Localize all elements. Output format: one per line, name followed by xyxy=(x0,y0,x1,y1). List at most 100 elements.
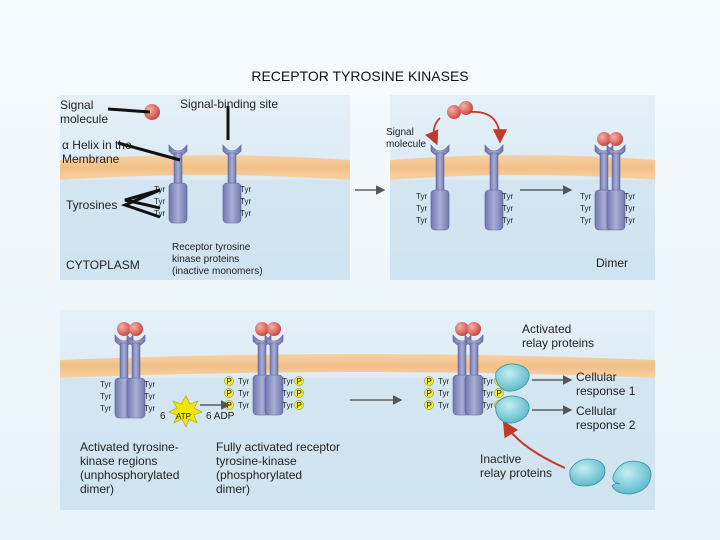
signal-molecule-icon xyxy=(597,132,611,146)
label-signal-molecule-2: Signal molecule xyxy=(386,127,427,150)
tyrosine-label: Tyr xyxy=(238,377,249,386)
label-dimer: Dimer xyxy=(596,256,628,270)
tyrosine-label: Tyr xyxy=(482,377,493,386)
label-tyrosines: Tyrosines xyxy=(66,198,118,212)
binding-cup xyxy=(264,334,284,347)
tyrosine-label: Tyr xyxy=(240,185,251,194)
kinase-domain xyxy=(264,374,284,416)
signal-molecule-icon xyxy=(255,322,269,336)
tyrosine-label: Tyr xyxy=(238,389,249,398)
phosphate-label: P xyxy=(427,401,432,410)
phosphate-icon xyxy=(224,388,234,398)
top-left-cytoplasm xyxy=(60,180,350,280)
signal-molecule-icon xyxy=(459,101,473,115)
relay-proteins xyxy=(495,363,652,495)
signal-molecule-icon xyxy=(447,105,461,119)
label-activated-relay: Activated relay proteins xyxy=(522,322,595,350)
phosphate-icon xyxy=(424,400,434,410)
tyrosine-label: Tyr xyxy=(580,192,591,201)
tyrosine-label: Tyr xyxy=(416,204,427,213)
tyrosine-label: Tyr xyxy=(438,401,449,410)
label-six-adp: 6 ADP xyxy=(206,411,235,422)
top-right-membrane xyxy=(390,155,655,180)
alpha-helix xyxy=(611,152,621,193)
tyrosine-label: Tyr xyxy=(282,401,293,410)
alpha-helix xyxy=(269,342,279,378)
phosphate-icon xyxy=(294,388,304,398)
alpha-helix xyxy=(469,342,479,378)
binding-cup xyxy=(126,334,146,347)
phosphate-icon xyxy=(424,376,434,386)
label-signal-binding-site: Signal-binding site xyxy=(180,97,279,111)
alpha-helix xyxy=(599,152,609,193)
pointer-lines xyxy=(107,106,230,219)
tyrosine-label: Tyr xyxy=(502,204,513,213)
label-atp: ATP xyxy=(176,412,191,421)
receptor-group: TyrTyrTyrTyrTyrTyrTyrTyrTyrTyrTyrTyrTyrT… xyxy=(100,101,635,419)
alpha-helix xyxy=(131,342,141,381)
kinase-domain xyxy=(484,189,504,231)
tyrosine-label: Tyr xyxy=(502,216,513,225)
label-receptor-proteins: Receptor tyrosine kinase proteins (inact… xyxy=(172,242,263,277)
alpha-helix xyxy=(489,152,499,193)
tyrosine-label: Tyr xyxy=(154,197,165,206)
activated-relay-protein-2 xyxy=(495,395,530,424)
tyrosine-label: Tyr xyxy=(580,216,591,225)
atp-burst xyxy=(168,395,203,428)
label-cellular-response-1: Cellular response 1 xyxy=(576,370,636,398)
phosphate-icon xyxy=(294,376,304,386)
tyrosine-label: Tyr xyxy=(100,380,111,389)
signal-molecule-icon xyxy=(144,104,160,120)
tyrosine-label: Tyr xyxy=(144,392,155,401)
activated-relay-protein-1 xyxy=(495,363,530,392)
tyrosine-label: Tyr xyxy=(438,389,449,398)
tyrosine-label: Tyr xyxy=(240,197,251,206)
alpha-helix xyxy=(119,342,129,381)
signal-molecule-icon xyxy=(129,322,143,336)
alpha-helix xyxy=(435,152,445,193)
phosphate-label: P xyxy=(297,389,302,398)
tyrosine-label: Tyr xyxy=(240,209,251,218)
kinase-domain xyxy=(126,377,146,419)
phosphate-label: P xyxy=(227,389,232,398)
binding-cup xyxy=(168,144,188,157)
tyrosine-label: Tyr xyxy=(624,216,635,225)
alpha-helix xyxy=(457,342,467,378)
signal-arrow-left xyxy=(425,117,441,146)
signal-molecule-icon xyxy=(609,132,623,146)
phosphate-icon xyxy=(494,388,504,398)
tyrosine-label: Tyr xyxy=(624,192,635,201)
label-signal-molecule: Signal molecule xyxy=(60,98,109,126)
kinase-domain xyxy=(430,189,450,231)
label-alpha-helix: α Helix in the Membrane xyxy=(62,138,132,166)
tyrosine-label: Tyr xyxy=(282,377,293,386)
inactive-relay-protein-2 xyxy=(611,460,652,495)
binding-cup xyxy=(464,334,484,347)
phosphate-icon xyxy=(424,388,434,398)
phosphate-label: P xyxy=(427,389,432,398)
tyrosine-label: Tyr xyxy=(580,204,591,213)
relay-recruit-arrow xyxy=(502,420,566,469)
top-panel xyxy=(60,95,655,280)
label-cellular-response-2: Cellular response 2 xyxy=(576,404,636,432)
diagram-title: RECEPTOR TYROSINE KINASES xyxy=(251,68,469,84)
signal-molecule-pointer xyxy=(107,107,151,114)
stage-arrows xyxy=(200,111,573,469)
tyrosine-label: Tyr xyxy=(416,216,427,225)
label-cytoplasm: CYTOPLASM xyxy=(66,258,140,272)
label-activated-regions: Activated tyrosine- kinase regions (unph… xyxy=(80,440,180,496)
atp-icon xyxy=(168,395,203,428)
tyrosine-label: Tyr xyxy=(154,209,165,218)
tyrosines-bracket-bottom xyxy=(120,188,161,219)
kinase-domain xyxy=(222,182,242,224)
tyrosine-label: Tyr xyxy=(100,392,111,401)
tyrosine-label: Tyr xyxy=(502,192,513,201)
signal-arrow-right xyxy=(469,111,508,144)
